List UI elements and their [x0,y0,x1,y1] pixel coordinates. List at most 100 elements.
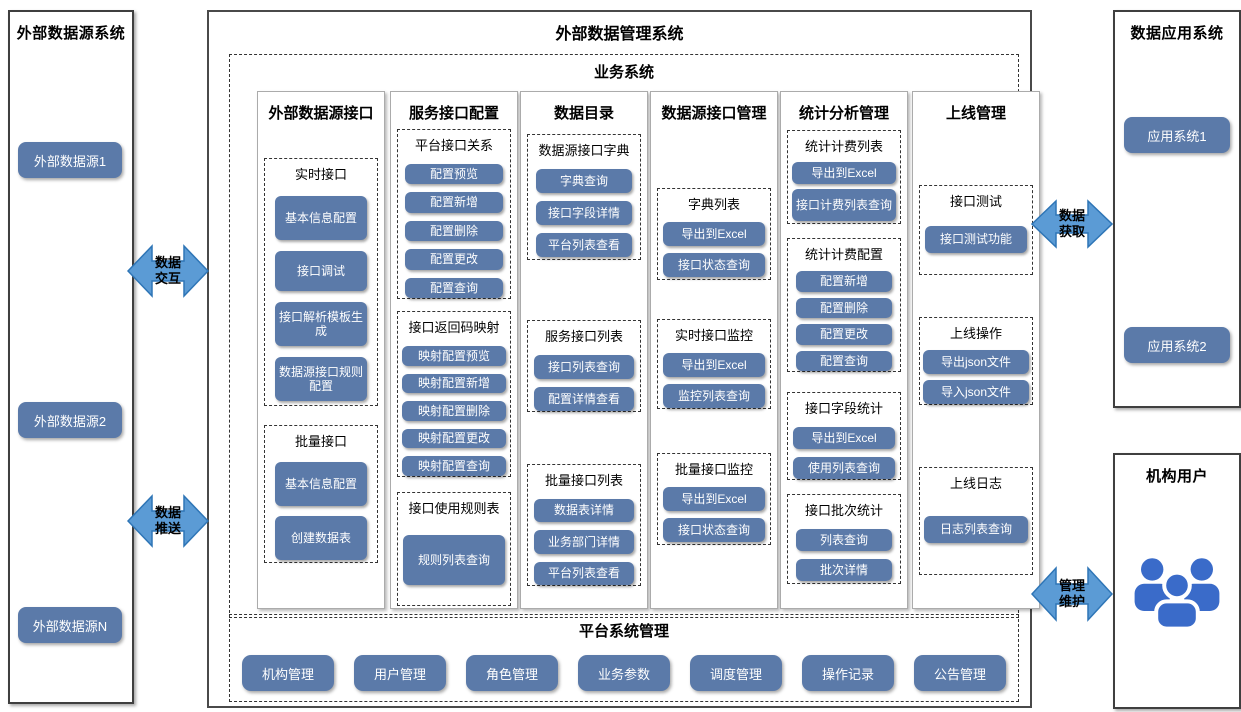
feature-button[interactable]: 字典查询 [536,169,632,193]
feature-group: 接口测试接口测试功能 [919,185,1033,275]
feature-group: 接口返回码映射映射配置预览映射配置新增映射配置删除映射配置更改映射配置查询 [397,311,511,477]
feature-button[interactable]: 配置详情查看 [534,387,634,411]
group-label: 上线日志 [949,476,1002,491]
feature-button[interactable]: 数据源接口规则配置 [275,357,367,401]
feature-button[interactable]: 基本信息配置 [275,196,367,240]
feature-button[interactable]: 映射配置删除 [402,401,506,421]
feature-button[interactable]: 批次详情 [796,559,892,581]
group-label: 实时接口 [294,167,347,182]
feature-button[interactable]: 日志列表查询 [924,516,1028,543]
application-system-node[interactable]: 应用系统1 [1124,117,1230,153]
feature-button[interactable]: 映射配置更改 [402,428,506,449]
platform-button[interactable]: 角色管理 [466,655,558,691]
institution-users-panel: 机构用户 [1113,453,1241,709]
feature-button[interactable]: 创建数据表 [275,516,367,560]
feature-button[interactable]: 配置查询 [796,350,892,371]
business-system-title: 业务系统 [593,64,654,81]
module-title: 上线管理 [945,105,1006,122]
arrow-label: 数据 获取 [1058,208,1085,239]
feature-group: 实时接口基本信息配置接口调试接口解析模板生成数据源接口规则配置 [264,158,378,406]
arrow-manage-maintain: 管理 维护 [1031,565,1113,623]
module-title: 统计分析管理 [798,105,889,122]
application-system-node[interactable]: 应用系统2 [1124,327,1230,363]
feature-button[interactable]: 导出到Excel [663,222,765,246]
group-label: 批量接口监控 [674,462,753,477]
feature-group: 批量接口基本信息配置创建数据表 [264,425,378,563]
feature-button[interactable]: 平台列表查看 [534,561,634,585]
feature-button[interactable]: 接口调试 [275,251,367,291]
feature-button[interactable]: 基本信息配置 [275,462,367,506]
feature-button[interactable]: 接口字段详情 [536,201,632,225]
feature-group: 接口批次统计列表查询批次详情 [787,494,901,584]
module-title: 数据目录 [553,105,614,122]
platform-system-management-box: 平台系统管理 机构管理用户管理角色管理业务参数调度管理操作记录公告管理 [229,614,1019,702]
platform-button[interactable]: 公告管理 [914,655,1006,691]
external-source-node[interactable]: 外部数据源N [18,607,122,643]
panel-title: 外部数据源系统 [16,25,126,42]
feature-button[interactable]: 规则列表查询 [403,535,505,585]
feature-group: 上线日志日志列表查询 [919,467,1033,575]
module-title: 服务接口配置 [408,105,499,122]
platform-system-title: 平台系统管理 [578,623,669,640]
feature-button[interactable]: 平台列表查看 [536,233,632,257]
feature-button[interactable]: 接口列表查询 [534,355,634,379]
group-label: 接口批次统计 [804,503,883,518]
feature-button[interactable]: 导出到Excel [792,162,896,184]
feature-button[interactable]: 映射配置查询 [402,456,506,476]
feature-button[interactable]: 映射配置新增 [402,373,506,394]
platform-button[interactable]: 调度管理 [690,655,782,691]
feature-button[interactable]: 接口测试功能 [925,226,1027,253]
users-icon [1129,550,1225,637]
module-title: 数据源接口管理 [661,105,767,122]
feature-button[interactable]: 配置更改 [796,324,892,345]
feature-button[interactable]: 导入json文件 [923,380,1029,404]
feature-button[interactable]: 配置新增 [796,271,892,292]
feature-button[interactable]: 接口状态查询 [663,253,765,277]
group-label: 接口字段统计 [804,401,883,416]
feature-button[interactable]: 接口状态查询 [663,518,765,542]
feature-button[interactable]: 使用列表查询 [793,457,895,479]
arrow-label: 数据 推送 [154,505,181,536]
feature-button[interactable]: 配置新增 [405,192,503,213]
panel-title: 机构用户 [1145,468,1208,485]
feature-button[interactable]: 监控列表查询 [663,384,765,408]
group-label: 实时接口监控 [674,328,753,343]
arrow-data-push: 数据 推送 [127,493,209,549]
platform-button[interactable]: 机构管理 [242,655,334,691]
feature-button[interactable]: 接口解析模板生成 [275,302,367,346]
external-data-management-system-box: 外部数据管理系统 业务系统 外部数据源接口实时接口基本信息配置接口调试接口解析模… [207,10,1040,708]
arrow-data-fetch: 数据 获取 [1031,198,1113,250]
feature-button[interactable]: 配置查询 [405,277,503,299]
module-title: 外部数据源接口 [268,105,374,122]
feature-button[interactable]: 业务部门详情 [534,530,634,554]
platform-button[interactable]: 操作记录 [802,655,894,691]
feature-button[interactable]: 配置删除 [796,297,892,318]
platform-button[interactable]: 业务参数 [578,655,670,691]
feature-button[interactable]: 导出到Excel [663,353,765,377]
group-label: 统计计费配置 [804,247,883,262]
feature-button[interactable]: 映射配置预览 [402,346,506,366]
module-column: 上线管理接口测试接口测试功能上线操作导出json文件导入json文件上线日志日志… [912,91,1040,609]
arrow-label: 管理 维护 [1058,578,1085,609]
panel-title: 数据应用系统 [1130,25,1224,42]
business-system-box: 业务系统 外部数据源接口实时接口基本信息配置接口调试接口解析模板生成数据源接口规… [229,54,1040,618]
feature-button[interactable]: 数据表详情 [534,499,634,523]
feature-button[interactable]: 列表查询 [796,529,892,551]
feature-button[interactable]: 接口计费列表查询 [792,189,896,221]
feature-button[interactable]: 配置更改 [405,249,503,270]
feature-button[interactable]: 配置预览 [405,164,503,185]
external-source-node[interactable]: 外部数据源1 [18,142,122,178]
platform-button[interactable]: 用户管理 [354,655,446,691]
feature-button[interactable]: 配置删除 [405,220,503,242]
group-label: 批量接口列表 [544,473,623,488]
external-source-node[interactable]: 外部数据源2 [18,402,122,438]
feature-button[interactable]: 导出到Excel [793,427,895,449]
feature-button[interactable]: 导出到Excel [663,487,765,511]
module-column: 数据目录数据源接口字典字典查询接口字段详情平台列表查看服务接口列表接口列表查询配… [520,91,648,609]
group-label: 平台接口关系 [414,138,493,153]
feature-button[interactable]: 导出json文件 [923,350,1029,374]
